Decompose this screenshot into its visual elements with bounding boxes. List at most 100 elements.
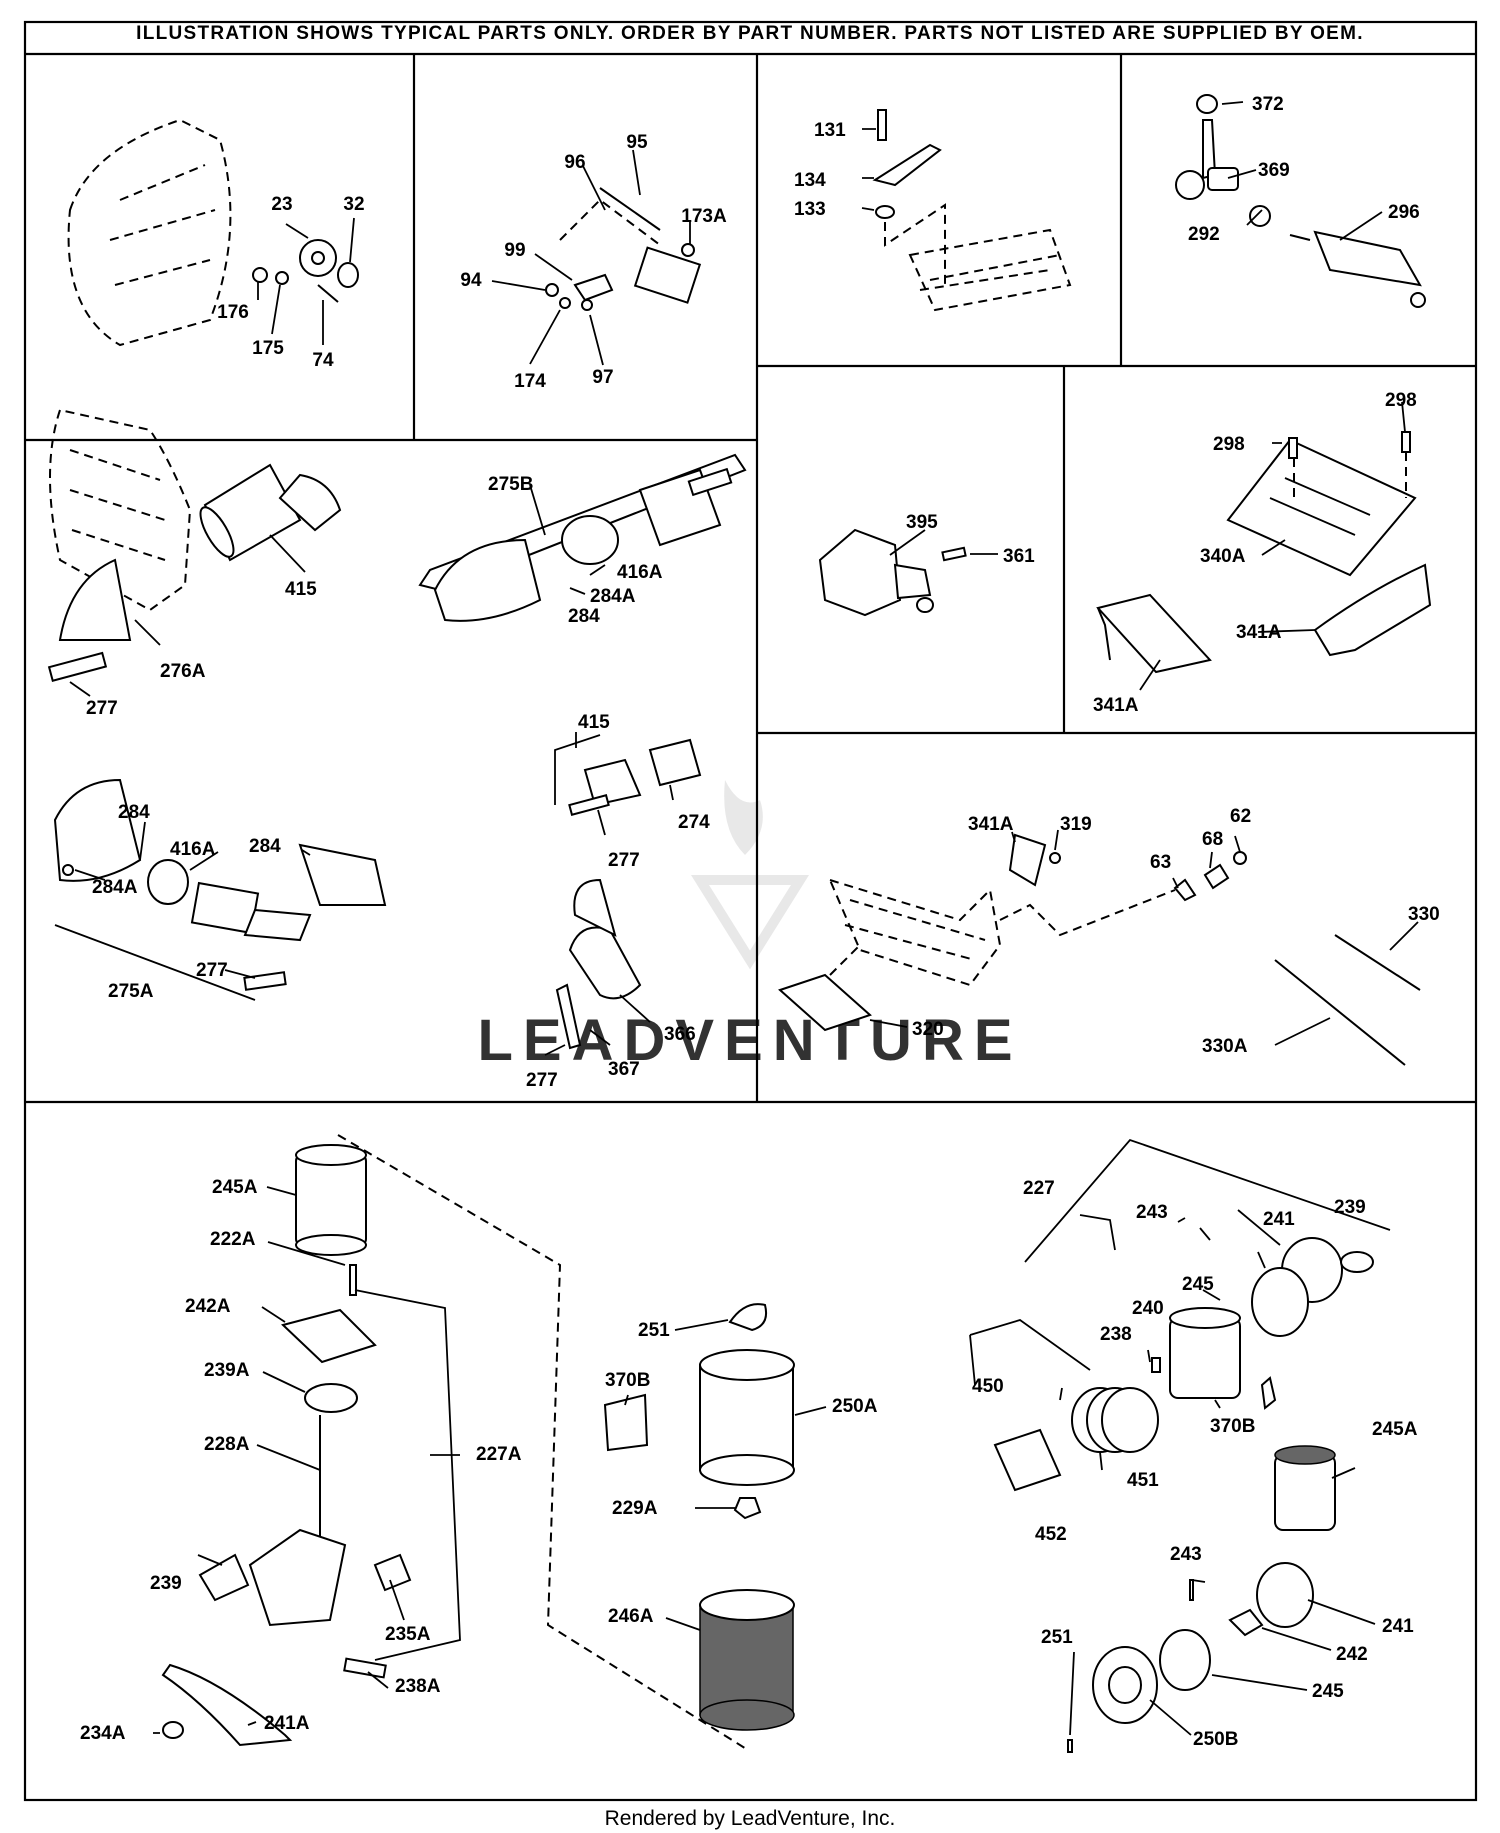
callout-label: 174 bbox=[514, 371, 546, 392]
panel-fuel-valve bbox=[1175, 94, 1426, 308]
callout-label: 284 bbox=[568, 606, 600, 627]
callout-label: 245A bbox=[1372, 1419, 1418, 1440]
callout-label: 243 bbox=[1136, 1202, 1168, 1223]
callout-label: 251 bbox=[638, 1320, 670, 1341]
callout-label: 241 bbox=[1382, 1616, 1414, 1637]
callout-label: 240 bbox=[1132, 1298, 1164, 1319]
callout-label: 243 bbox=[1170, 1544, 1202, 1565]
callout-label: 229A bbox=[612, 1498, 658, 1519]
callout-label: 245A bbox=[212, 1177, 258, 1198]
header-note: ILLUSTRATION SHOWS TYPICAL PARTS ONLY. O… bbox=[136, 23, 1364, 44]
panel-brackets bbox=[1096, 401, 1432, 691]
callout-label: 370B bbox=[1210, 1416, 1255, 1437]
panel-air-filter-c-labels: 227 243 241 239 245 240 238 450 370B 451… bbox=[972, 1178, 1418, 1750]
callout-label: 366 bbox=[664, 1024, 696, 1045]
callout-label: 175 bbox=[252, 338, 284, 359]
callout-label: 298 bbox=[1213, 434, 1245, 455]
callout-label: 173A bbox=[681, 206, 727, 227]
panel-carb-governor bbox=[491, 149, 702, 366]
panel-flywheel-labels: 23 32 176 175 74 bbox=[217, 194, 364, 371]
panel-switch bbox=[818, 528, 998, 617]
callout-label: 235A bbox=[385, 1624, 431, 1645]
callout-label: 330A bbox=[1202, 1036, 1248, 1057]
callout-label: 242 bbox=[1336, 1644, 1368, 1665]
callout-label: 341A bbox=[968, 814, 1014, 835]
callout-label: 238A bbox=[395, 1676, 441, 1697]
callout-label: 239A bbox=[204, 1360, 250, 1381]
callout-label: 361 bbox=[1003, 546, 1035, 567]
callout-label: 227 bbox=[1023, 1178, 1055, 1199]
callout-label: 234A bbox=[80, 1723, 126, 1744]
callout-label: 97 bbox=[592, 367, 613, 388]
panel-air-filter-b bbox=[603, 1303, 827, 1731]
callout-label: 241 bbox=[1263, 1209, 1295, 1230]
callout-label: 284A bbox=[590, 586, 636, 607]
callout-label: 372 bbox=[1252, 94, 1284, 115]
callout-label: 330 bbox=[1408, 904, 1440, 925]
panel-control-labels: 341A 319 63 68 62 330 330A 320 bbox=[912, 806, 1440, 1057]
panel-muffler-d-labels: 415 274 277 366 277 367 bbox=[526, 712, 710, 1091]
callout-label: 341A bbox=[1093, 695, 1139, 716]
callout-label: 284A bbox=[92, 877, 138, 898]
panel-linkage-labels: 131 134 133 bbox=[794, 120, 846, 220]
callout-label: 452 bbox=[1035, 1524, 1067, 1545]
callout-label: 451 bbox=[1127, 1470, 1159, 1491]
callout-label: 276A bbox=[160, 661, 206, 682]
panel-air-filter-c bbox=[969, 1138, 1391, 1753]
panel-brackets-labels: 298 298 340A 341A 341A bbox=[1093, 390, 1417, 716]
callout-label: 416A bbox=[617, 562, 663, 583]
callout-label: 284 bbox=[118, 802, 150, 823]
callout-label: 99 bbox=[504, 240, 525, 261]
callout-label: 74 bbox=[312, 350, 334, 371]
panel-flywheel bbox=[67, 118, 359, 347]
callout-label: 176 bbox=[217, 302, 249, 323]
callout-label: 63 bbox=[1150, 852, 1171, 873]
callout-label: 23 bbox=[271, 194, 292, 215]
callout-label: 133 bbox=[794, 199, 826, 220]
callout-label: 277 bbox=[526, 1070, 558, 1091]
panel-linkage bbox=[861, 109, 1072, 312]
callout-label: 415 bbox=[578, 712, 610, 733]
callout-label: 341A bbox=[1236, 622, 1282, 643]
callout-label: 245 bbox=[1312, 1681, 1344, 1702]
callout-label: 95 bbox=[626, 132, 648, 153]
callout-label: 239 bbox=[150, 1573, 182, 1594]
panel-muffler-c bbox=[53, 778, 387, 1001]
panel-muffler-c-labels: 284 416A 284 284A 277 275A bbox=[92, 802, 281, 1002]
callout-label: 222A bbox=[210, 1229, 256, 1250]
panel-muffler-a bbox=[47, 408, 342, 697]
callout-label: 416A bbox=[170, 839, 216, 860]
panel-muffler-b bbox=[418, 453, 747, 622]
callout-label: 395 bbox=[906, 512, 938, 533]
panel-grid bbox=[23, 20, 1478, 1802]
callout-label: 241A bbox=[264, 1713, 310, 1734]
callout-label: 32 bbox=[343, 194, 364, 215]
callout-label: 250A bbox=[832, 1396, 878, 1417]
callout-label: 246A bbox=[608, 1606, 654, 1627]
panel-muffler-b-labels: 275B 416A 284A 284 bbox=[488, 474, 663, 627]
callout-label: 94 bbox=[460, 270, 482, 291]
callout-label: 251 bbox=[1041, 1627, 1073, 1648]
callout-label: 277 bbox=[86, 698, 118, 719]
callout-label: 96 bbox=[564, 152, 585, 173]
callout-label: 239 bbox=[1334, 1197, 1366, 1218]
callout-label: 275B bbox=[488, 474, 533, 495]
callout-label: 296 bbox=[1388, 202, 1420, 223]
callout-label: 298 bbox=[1385, 390, 1417, 411]
callout-label: 320 bbox=[912, 1019, 944, 1040]
callout-label: 134 bbox=[794, 170, 826, 191]
footer-credit: Rendered by LeadVenture, Inc. bbox=[605, 1807, 896, 1830]
callout-label: 370B bbox=[605, 1370, 650, 1391]
callout-label: 277 bbox=[608, 850, 640, 871]
callout-label: 319 bbox=[1060, 814, 1092, 835]
callout-label: 369 bbox=[1258, 160, 1290, 181]
callout-label: 228A bbox=[204, 1434, 250, 1455]
watermark-text: LEADVENTURE bbox=[477, 1008, 1022, 1073]
callout-label: 250B bbox=[1193, 1729, 1238, 1750]
callout-label: 284 bbox=[249, 836, 281, 857]
panel-switch-labels: 395 361 bbox=[906, 512, 1035, 567]
callout-label: 367 bbox=[608, 1059, 640, 1080]
callout-label: 292 bbox=[1188, 224, 1220, 245]
callout-label: 245 bbox=[1182, 1274, 1214, 1295]
